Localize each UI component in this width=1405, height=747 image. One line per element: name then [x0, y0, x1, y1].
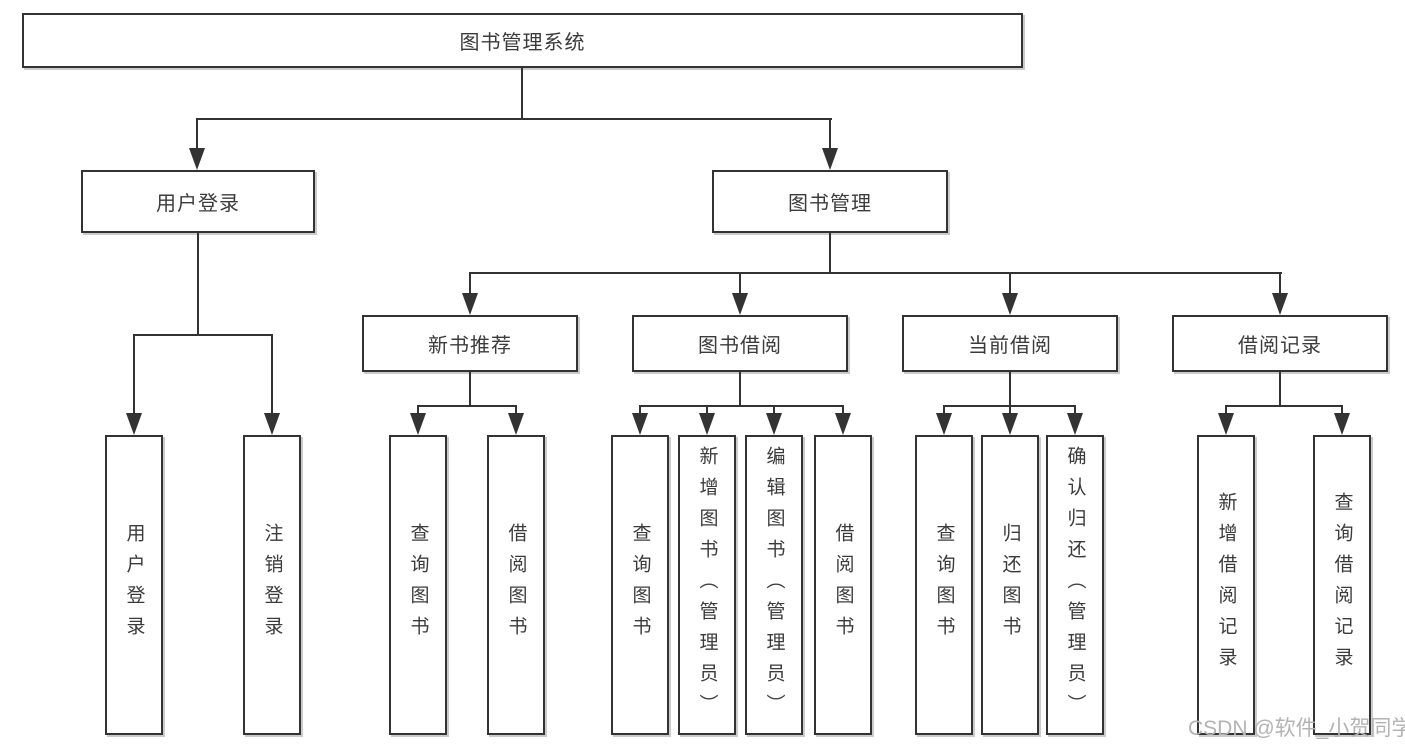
arrowhead — [1067, 413, 1083, 435]
leaf-edit-books-admin: 编辑图书（管理员） — [745, 435, 803, 735]
node-book-borrow: 图书借阅 — [632, 315, 848, 372]
connector-to-book-borrow — [739, 272, 741, 293]
node-label: 注销登录 — [261, 523, 283, 647]
leaf-add-borrow-record: 新增借阅记录 — [1197, 435, 1255, 735]
arrowhead — [699, 413, 715, 435]
connector-group-stem — [739, 372, 741, 405]
arrowhead — [189, 148, 205, 170]
node-book-management: 图书管理 — [712, 170, 948, 233]
node-label: 确认归还（管理员） — [1064, 445, 1086, 725]
arrowhead — [264, 413, 280, 435]
leaf-confirm-return-admin: 确认归还（管理员） — [1046, 435, 1104, 735]
node-label: 图书借阅 — [698, 335, 782, 357]
node-label: 新增图书（管理员） — [696, 445, 718, 725]
connector-to-leaf — [1341, 405, 1343, 413]
arrowhead — [732, 293, 748, 315]
leaf-add-books-admin: 新增图书（管理员） — [678, 435, 736, 735]
connector-group-stem — [1009, 372, 1011, 405]
connector-to-borrow-records — [1279, 272, 1281, 293]
node-new-book-recommend: 新书推荐 — [362, 315, 578, 372]
connector-root-stem — [521, 68, 523, 118]
node-label: 当前借阅 — [968, 335, 1052, 357]
connector-user-login-stem — [197, 233, 199, 334]
connector-to-user-login — [196, 118, 198, 150]
leaf-query-books-recommend: 查询图书 — [389, 435, 447, 735]
arrowhead — [410, 413, 426, 435]
node-label: 归还图书 — [999, 523, 1021, 647]
connector-to-leaf — [1009, 405, 1011, 413]
node-label: 新增借阅记录 — [1215, 492, 1237, 678]
connector-to-leaf — [706, 405, 708, 413]
connector-group-horizontal — [417, 405, 517, 407]
arrowhead — [462, 293, 478, 315]
node-user-login: 用户登录 — [81, 170, 315, 233]
arrowhead — [1002, 413, 1018, 435]
arrowhead — [126, 413, 142, 435]
node-label: 图书管理系统 — [459, 32, 586, 54]
connector-group-stem — [1279, 372, 1281, 405]
arrowhead — [766, 413, 782, 435]
arrowhead — [1272, 293, 1288, 315]
node-label: 查询借阅记录 — [1331, 492, 1353, 678]
connector-root-horizontal — [196, 118, 832, 120]
node-borrow-records: 借阅记录 — [1172, 315, 1388, 372]
connector-book-management-stem — [829, 233, 831, 272]
leaf-query-books-borrow: 查询图书 — [611, 435, 669, 735]
leaf-user-login: 用户登录 — [105, 435, 163, 735]
connector-to-leaf — [943, 405, 945, 413]
leaf-query-books-current: 查询图书 — [915, 435, 973, 735]
node-label: 新书推荐 — [428, 335, 512, 357]
connector-to-leaf — [639, 405, 641, 413]
leaf-borrow-books: 借阅图书 — [814, 435, 872, 735]
node-label: 用户登录 — [123, 523, 145, 647]
arrowhead — [1218, 413, 1234, 435]
connector-group-stem — [469, 372, 471, 405]
node-label: 借阅图书 — [832, 523, 854, 647]
leaf-borrow-books-recommend: 借阅图书 — [487, 435, 545, 735]
node-library-system: 图书管理系统 — [22, 13, 1023, 68]
connector-to-book-management — [829, 118, 831, 150]
connector-to-leaf — [515, 405, 517, 413]
connector-group-horizontal — [1225, 405, 1343, 407]
node-label: 用户登录 — [156, 193, 240, 215]
node-label: 借阅记录 — [1238, 335, 1322, 357]
connector-to-leaf — [417, 405, 419, 413]
connector-to-current-borrow — [1009, 272, 1011, 293]
connector-to-new-book-recommend — [469, 272, 471, 293]
node-label: 借阅图书 — [505, 523, 527, 647]
connector-to-leaf — [1074, 405, 1076, 413]
arrowhead — [1002, 293, 1018, 315]
node-label: 图书管理 — [788, 193, 872, 215]
arrowhead — [936, 413, 952, 435]
leaf-logout: 注销登录 — [243, 435, 301, 735]
connector-to-leaf — [133, 334, 135, 413]
connector-group-horizontal — [639, 405, 844, 407]
connector-user-login-horizontal — [133, 334, 273, 336]
node-current-borrow: 当前借阅 — [902, 315, 1118, 372]
node-label: 查询图书 — [933, 523, 955, 647]
arrowhead — [835, 413, 851, 435]
leaf-return-books: 归还图书 — [981, 435, 1039, 735]
connector-to-leaf — [271, 334, 273, 413]
arrowhead — [508, 413, 524, 435]
node-label: 编辑图书（管理员） — [763, 445, 785, 725]
arrowhead — [822, 148, 838, 170]
connector-to-leaf — [1225, 405, 1227, 413]
leaf-query-borrow-record: 查询借阅记录 — [1313, 435, 1371, 735]
connector-to-leaf — [842, 405, 844, 413]
node-label: 查询图书 — [407, 523, 429, 647]
connector-book-management-horizontal — [469, 272, 1282, 274]
watermark: CSDN @软件_小贺同学 — [1188, 717, 1405, 740]
connector-to-leaf — [773, 405, 775, 413]
node-label: 查询图书 — [629, 523, 651, 647]
arrowhead — [632, 413, 648, 435]
arrowhead — [1334, 413, 1350, 435]
